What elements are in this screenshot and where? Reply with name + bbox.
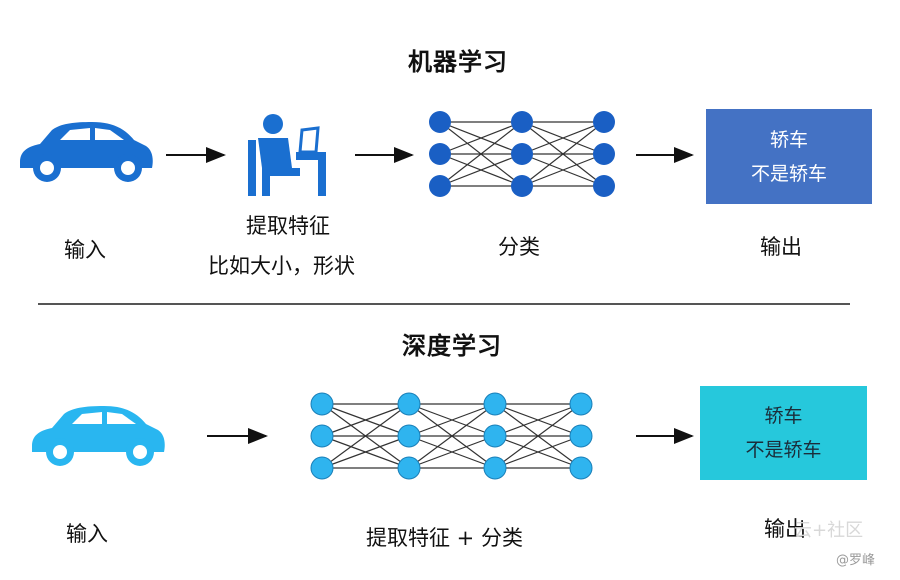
ml-input-label: 输入 [64, 238, 106, 262]
ml-title: 机器学习 [408, 48, 508, 76]
ml-feature-label: 提取特征 [246, 214, 330, 238]
network-node [593, 143, 615, 165]
network-node [483, 424, 507, 448]
network-node [569, 392, 593, 416]
ml-feature-example-label: 比如大小，形状 [208, 254, 355, 278]
person-at-desk-icon [248, 114, 326, 196]
ml-output-box: 轿车 不是轿车 [706, 109, 872, 204]
network-node [429, 143, 451, 165]
watermark-site: 云+社区 [794, 520, 864, 541]
dl-neural-network [310, 392, 593, 480]
network-node [569, 424, 593, 448]
output-class-2: 不是轿车 [745, 439, 822, 461]
car-icon [32, 406, 165, 466]
network-node [569, 456, 593, 480]
ml-classify-label: 分类 [498, 235, 540, 259]
dl-output-box: 轿车 不是轿车 [700, 386, 867, 480]
dl-input-label: 输入 [66, 522, 108, 546]
dl-network-label: 提取特征 + 分类 [366, 526, 523, 550]
output-class-1: 轿车 [769, 128, 808, 151]
network-node [511, 111, 533, 133]
network-node [593, 175, 615, 197]
network-node [397, 392, 421, 416]
network-node [511, 175, 533, 197]
output-class-1: 轿车 [764, 405, 803, 427]
network-node [483, 392, 507, 416]
network-node [310, 424, 334, 448]
output-class-2: 不是轿车 [750, 162, 827, 185]
network-node [310, 456, 334, 480]
ml-neural-network [429, 111, 615, 197]
network-node [397, 456, 421, 480]
ml-output-label: 输出 [760, 235, 802, 259]
network-node [310, 392, 334, 416]
network-node [397, 424, 421, 448]
dl-output-label: 输出 [764, 517, 806, 541]
network-node [429, 175, 451, 197]
car-icon [20, 122, 153, 182]
network-node [429, 111, 451, 133]
network-node [511, 143, 533, 165]
dl-title: 深度学习 [402, 332, 502, 360]
network-node [483, 456, 507, 480]
watermark-author: @罗峰 [836, 553, 876, 568]
network-node [593, 111, 615, 133]
section-divider [38, 303, 850, 305]
